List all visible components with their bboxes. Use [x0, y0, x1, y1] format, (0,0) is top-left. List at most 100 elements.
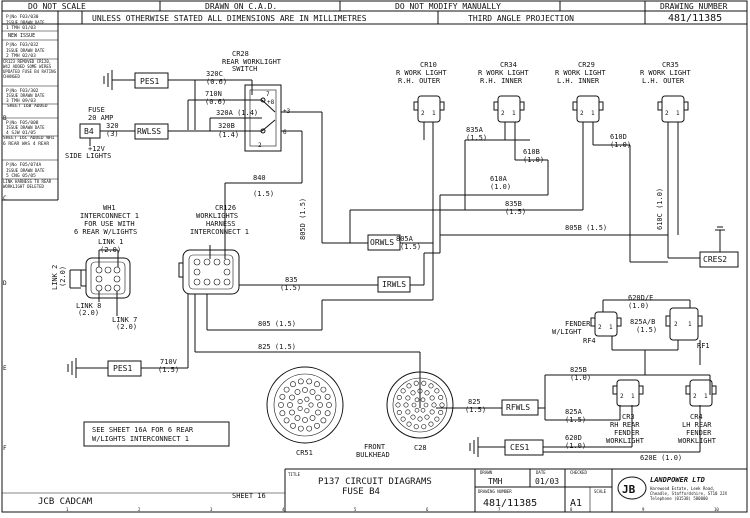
- connector-pin: [304, 408, 310, 414]
- cres2-label: CRES2: [703, 255, 727, 264]
- zone-col-label: 10: [714, 507, 719, 512]
- connector-pin: [428, 383, 434, 389]
- fuse-line2: 20 AMP: [88, 114, 113, 122]
- wire-620d: 620D: [565, 434, 582, 442]
- lamp-desc2: L.H. INNER: [557, 77, 600, 85]
- connector-pin: [314, 381, 320, 388]
- cr126-connector: [178, 249, 240, 295]
- wire-610c: 610C (1.0): [656, 188, 664, 230]
- lamp-connector: [576, 95, 600, 123]
- connector-pin: [297, 405, 303, 411]
- zone-col-label: 1: [66, 507, 69, 512]
- rev-note: NEW ISSUE: [8, 33, 35, 39]
- zone-col-label: 6: [426, 507, 429, 512]
- connector-pin: [423, 402, 429, 408]
- wire-805a-size: (1.5): [400, 243, 421, 251]
- rev-row2: 4 SJW 01/05: [6, 130, 36, 136]
- fender-label1: FENDER: [565, 320, 591, 328]
- switch-line2: SWITCH: [232, 65, 257, 73]
- fuse-supply1: +12V: [88, 145, 106, 153]
- connector-pin: [417, 388, 423, 394]
- connector-pin: [287, 402, 293, 408]
- note-line1: SEE SHEET 16A FOR 6 REAR: [92, 426, 194, 434]
- connector-pin: [306, 378, 313, 385]
- svg-text:1: 1: [609, 324, 613, 331]
- wire-825b: 825B: [570, 366, 587, 374]
- connector-pin: [283, 386, 290, 393]
- wire-320-size: (3): [106, 130, 119, 138]
- wire-825ab: 825A/B: [630, 318, 655, 326]
- connector-pin: [297, 398, 303, 404]
- lamp-connector: [417, 95, 441, 123]
- wire-840: 840: [253, 174, 266, 182]
- lamp-desc2: L.H. OUTER: [642, 77, 685, 85]
- ces1-label: CES1: [510, 443, 529, 452]
- link7-size: (2.0): [116, 323, 137, 331]
- rev-note: LINK HARNESS TO REAR WORKLIGHT DELETED: [3, 179, 52, 189]
- connector-pin: [395, 402, 401, 408]
- connector-pin: [297, 378, 304, 385]
- wire-835b-size: (1.5): [505, 208, 526, 216]
- irwls-label: IRWLS: [382, 280, 406, 289]
- svg-text:2: 2: [598, 324, 602, 331]
- drawn-by: TMH: [488, 477, 503, 486]
- connector-pin: [429, 395, 435, 401]
- connector-pin: [396, 394, 402, 400]
- zone-col-label: 4: [282, 507, 285, 512]
- wire-805b: 805B (1.5): [565, 224, 607, 232]
- link7: LINK 7: [112, 316, 137, 324]
- lamp-id: CR35: [662, 61, 679, 69]
- rf1-label: RF1: [697, 342, 710, 350]
- fender-label2: W/LIGHT: [552, 328, 582, 336]
- svg-text:2: 2: [501, 110, 505, 117]
- wire-805a: 805A: [396, 235, 414, 243]
- lamp-id: CR10: [420, 61, 437, 69]
- drawing-number-label-tb: DRAWING NUMBER: [478, 489, 512, 494]
- svg-text:JB: JB: [622, 483, 636, 496]
- link8-size: (2.0): [78, 309, 99, 317]
- do-not-modify: DO NOT MODIFY MANUALLY: [395, 2, 501, 11]
- wire-610a: 610A: [490, 175, 508, 183]
- wire-610a-size: (1.0): [490, 183, 511, 191]
- wire-825b-size: (1.0): [570, 374, 591, 382]
- cr3-l2: FENDER: [614, 429, 640, 437]
- connector-pin: [304, 396, 310, 402]
- rfwls-label: RFWLS: [506, 403, 530, 412]
- switch-id: CR28: [232, 50, 249, 58]
- svg-text:1: 1: [591, 110, 595, 117]
- rev-note: CR123 REMOVED CR120, W42 ADDED SOME WIRE…: [3, 59, 56, 79]
- wh1-l4: 6 REAR W/LIGHTS: [74, 228, 137, 236]
- title-label: TITLE: [288, 472, 301, 477]
- jcb-cadcam: JCB CADCAM: [38, 497, 93, 507]
- zone-col-label: 5: [354, 507, 357, 512]
- connector-pin: [414, 397, 420, 403]
- connector-pin: [306, 425, 313, 432]
- rev-pl: P|No F03/302: [6, 88, 39, 94]
- wire-805: 805 (1.5): [258, 320, 296, 328]
- wire-620e: 620E (1.0): [640, 454, 682, 462]
- wire-620d-size: (1.0): [565, 442, 586, 450]
- fuse-line1: FUSE: [88, 106, 105, 114]
- svg-text:1: 1: [512, 110, 516, 117]
- rev-note: SHEET 16B ADDED: [7, 104, 48, 109]
- wire-320: 320: [106, 122, 119, 130]
- wire-320c-size: (0.6): [206, 78, 227, 86]
- connector-pin: [406, 421, 412, 427]
- connector-pin: [413, 380, 419, 386]
- title-line2: FUSE B4: [342, 487, 380, 497]
- link2-size: (2.0): [59, 266, 67, 287]
- c28-connector: [386, 371, 454, 439]
- cr51-connector: [266, 366, 344, 444]
- lamp-desc1: R WORK LIGHT: [555, 69, 606, 77]
- rf4-connector: 2 1: [590, 311, 622, 337]
- connector-pin: [410, 414, 416, 420]
- connector-pin: [309, 389, 316, 395]
- company-address3: Telephone (01538) 580000: [650, 496, 708, 501]
- svg-text:2: 2: [693, 393, 697, 400]
- connector-pin: [317, 402, 323, 408]
- connector-pin: [439, 402, 445, 408]
